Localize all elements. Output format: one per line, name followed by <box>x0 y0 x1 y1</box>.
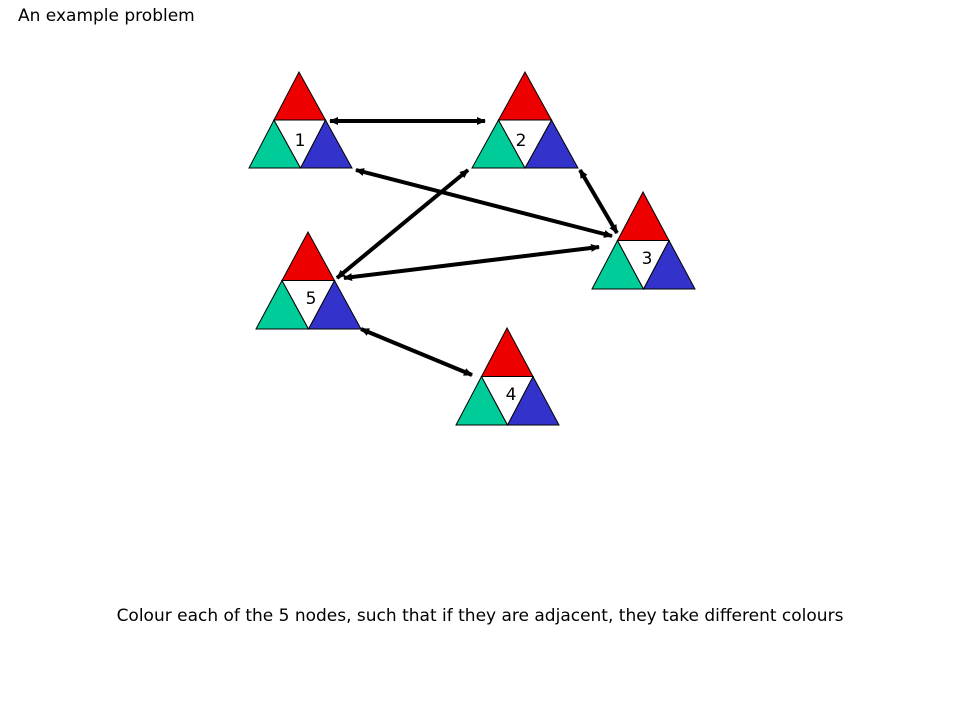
edge-2-5 <box>335 168 470 280</box>
node-2: 2 <box>471 70 579 170</box>
node-3: 3 <box>591 190 696 291</box>
slide-title: An example problem <box>18 6 195 26</box>
node-4: 4 <box>455 326 560 427</box>
node-5: 5 <box>255 230 362 331</box>
node-4-label: 4 <box>506 385 517 405</box>
node-1-center-triangle <box>273 119 327 170</box>
node-1-top-triangle <box>273 70 327 121</box>
edge-5-4 <box>360 327 473 377</box>
node-5-top-triangle <box>281 230 336 281</box>
node-3-center-triangle <box>616 240 670 291</box>
edge-2-3 <box>578 168 619 235</box>
node-2-top-triangle <box>497 70 553 121</box>
node-5-label: 5 <box>306 289 317 309</box>
node-1-label: 1 <box>295 131 306 151</box>
node-1: 1 <box>248 70 353 170</box>
node-3-top-triangle <box>616 190 670 241</box>
caption: Colour each of the 5 nodes, such that if… <box>116 606 844 626</box>
node-4-center-triangle <box>480 376 534 427</box>
edges-layer <box>329 117 619 377</box>
nodes-layer: 1 2 3 4 5 <box>248 70 696 427</box>
node-5-center-triangle <box>281 280 336 331</box>
edge-1-3 <box>355 168 613 238</box>
node-3-label: 3 <box>642 249 653 269</box>
node-4-top-triangle <box>480 326 534 377</box>
edge-3-5 <box>343 243 600 282</box>
node-2-center-triangle <box>497 119 553 170</box>
node-2-label: 2 <box>516 131 527 151</box>
